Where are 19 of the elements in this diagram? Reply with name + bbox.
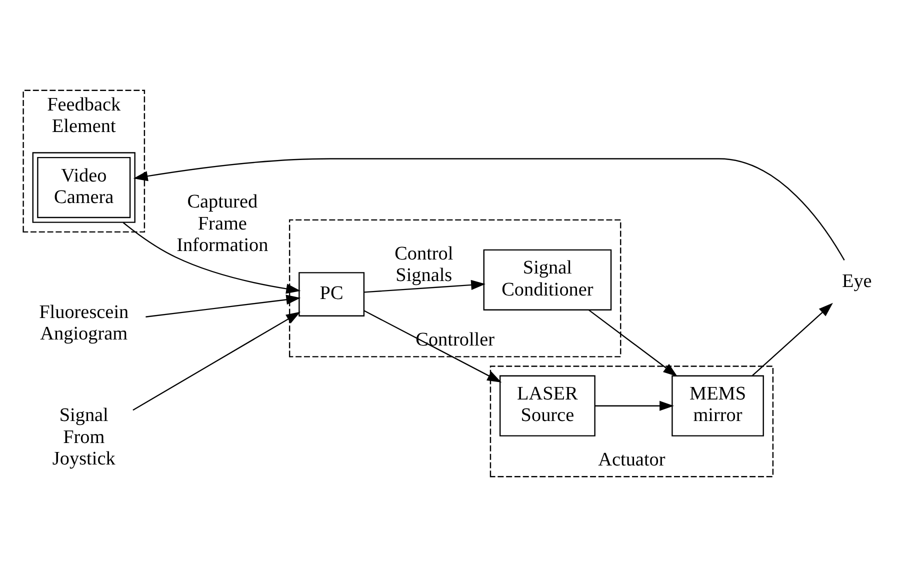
arrow: [364, 310, 502, 383]
arrow: [122, 222, 301, 294]
node-box: MEMS mirror: [672, 375, 764, 436]
arrow: [133, 158, 845, 261]
node-text: Signal From Joystick: [52, 405, 116, 470]
node-box: Video Camera: [32, 152, 136, 223]
node-text: Eye: [842, 270, 872, 292]
arrow: [146, 294, 301, 318]
arrow: [588, 310, 678, 377]
arrow: [752, 302, 833, 376]
node-box: LASER Source: [499, 375, 596, 436]
node-box: Signal Conditioner: [483, 249, 612, 310]
edge-label: Control Signals: [394, 243, 454, 286]
arrow: [132, 312, 301, 411]
arrow: [364, 280, 486, 293]
arrow: [594, 400, 674, 411]
node-text: Fluorescein Angiogram: [39, 302, 129, 345]
node-box: PC: [298, 272, 365, 316]
edge-label: Captured Frame Information: [176, 192, 268, 256]
